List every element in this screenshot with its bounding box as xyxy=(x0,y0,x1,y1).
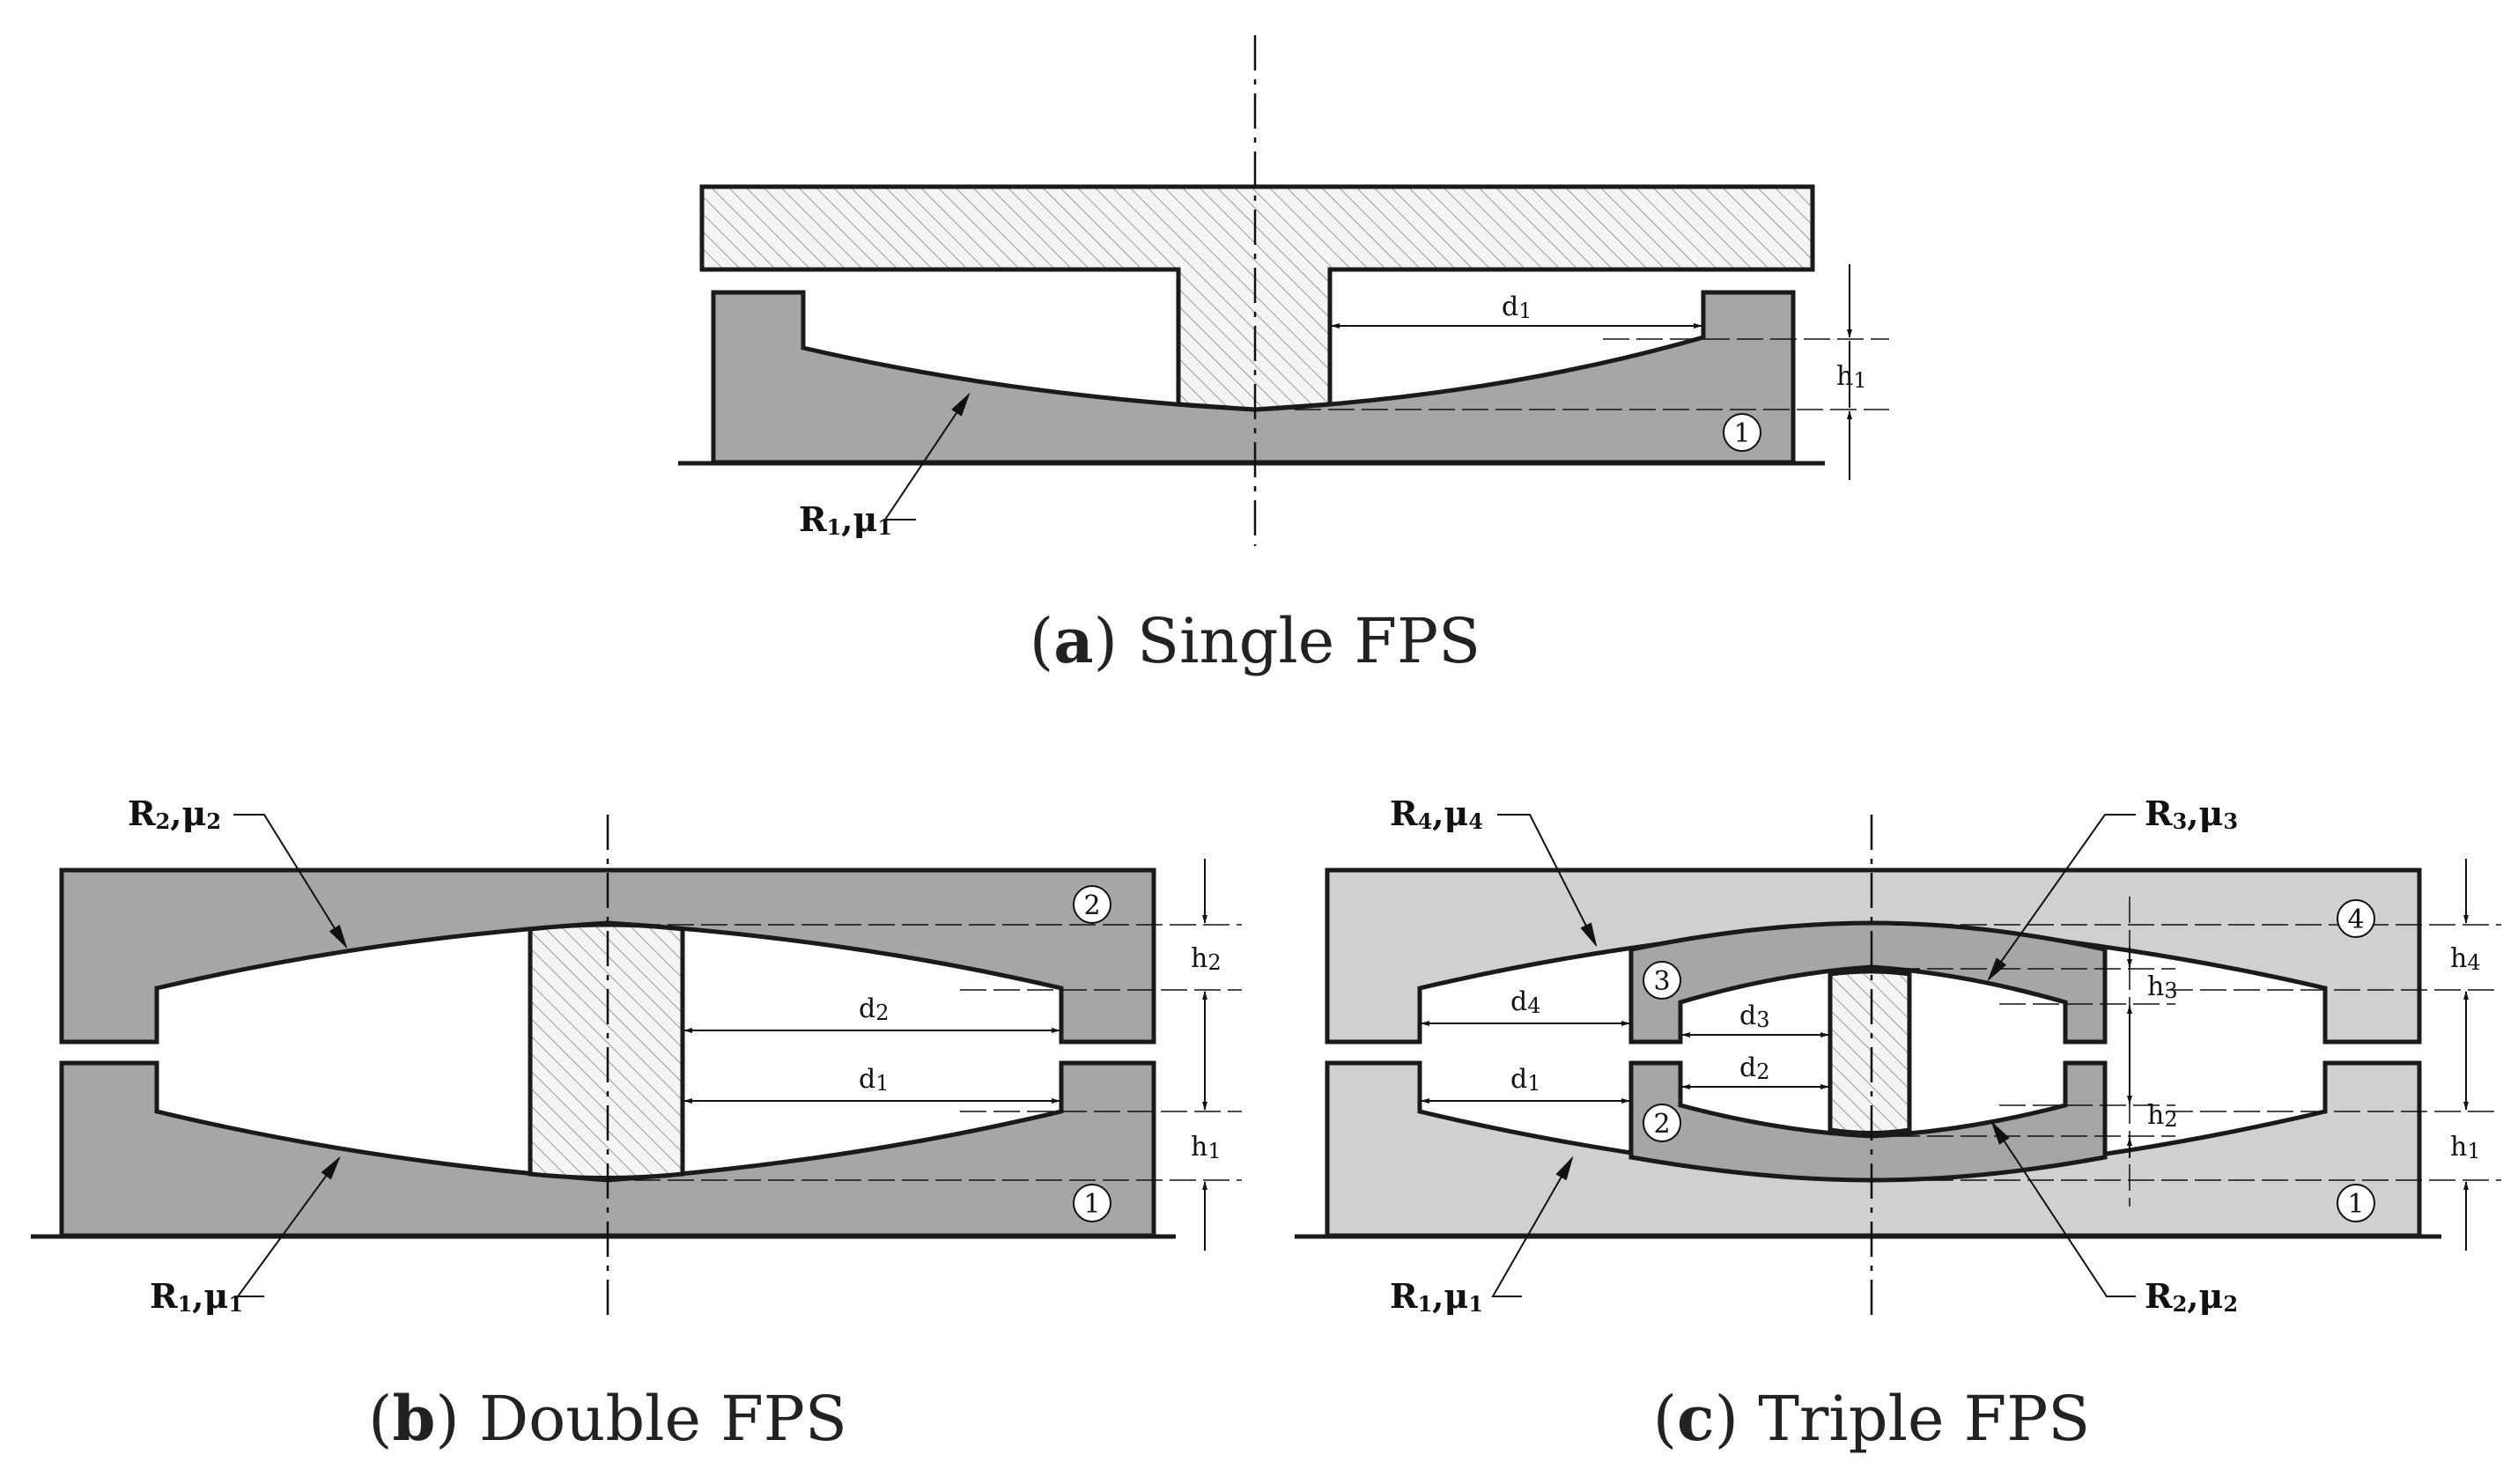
panel-b-part-2-circle xyxy=(1073,885,1111,924)
panel-a-part-1-circle xyxy=(1723,413,1761,452)
panel-c-triple-fps: d4 d1 d3 d2 h4 h1 h3 h2 3 xyxy=(1295,794,2501,1455)
panel-c-center-slider xyxy=(1828,969,1912,1135)
panel-c-part-2-label: 2 xyxy=(1653,1109,1670,1140)
panel-c-r3-label: R3,μ3 xyxy=(2145,794,2238,834)
panel-c-part-3-label: 3 xyxy=(1653,966,1670,997)
panel-a-d1-label: d1 xyxy=(1502,292,1532,323)
panel-b-r2-label: R2,μ2 xyxy=(128,794,221,834)
panel-b-part-2-label: 2 xyxy=(1083,890,1100,921)
panel-a-r1-label: R1,μ1 xyxy=(799,499,892,540)
panel-c-part-4-label: 4 xyxy=(2347,904,2364,935)
panel-a-h1-label: h1 xyxy=(1836,361,1867,393)
panel-b-double-fps: d2 d1 h2 h1 2 1 R2,μ2 R1,μ1 (b) Double F… xyxy=(31,794,1242,1455)
panel-c-r4-leader xyxy=(1497,814,1598,948)
panel-c-part-4-circle xyxy=(2337,899,2375,938)
panel-c-r4-label: R4,μ4 xyxy=(1390,794,1483,834)
panel-c-part-1-label: 1 xyxy=(2347,1189,2364,1220)
panel-b-slider xyxy=(528,922,685,1180)
panel-a-caption: (a) Single FPS xyxy=(1030,604,1481,677)
panel-b-part-1-circle xyxy=(1073,1184,1111,1222)
panel-c-d3-label: d3 xyxy=(1739,1000,1770,1032)
panel-c-r1-label: R1,μ1 xyxy=(1390,1276,1483,1317)
panel-a-single-fps: d1 h1 1 R1,μ1 (a) Single FPS xyxy=(678,35,1889,677)
panel-b-h2-label: h2 xyxy=(1191,943,1222,975)
panel-c-inner-top-slider xyxy=(1628,920,2108,1045)
panel-a-slider xyxy=(699,184,1815,412)
panel-c-part-2-circle xyxy=(1643,1104,1681,1142)
panel-c-d4-label: d4 xyxy=(1510,986,1541,1018)
panel-c-r2-label: R2,μ2 xyxy=(2145,1276,2238,1317)
panel-c-r2-leader xyxy=(1990,1120,2136,1297)
panel-c-inner-bottom-slider xyxy=(1628,1060,2108,1183)
panel-c-d2-label: d2 xyxy=(1739,1052,1770,1084)
panel-b-caption: (b) Double FPS xyxy=(368,1382,847,1455)
panel-b-d1-label: d1 xyxy=(859,1064,890,1096)
panel-b-r2-leader xyxy=(233,814,348,949)
panel-a-r1-leader xyxy=(883,392,971,521)
panel-c-r1-leader xyxy=(1491,1155,1574,1297)
panel-b-r1-label: R1,μ1 xyxy=(150,1276,243,1317)
panel-c-h1-label: h1 xyxy=(2450,1132,2481,1163)
panel-c-h3-label: h3 xyxy=(2147,971,2178,1003)
panel-b-part-1-label: 1 xyxy=(1083,1189,1100,1220)
panel-c-d1-label: d1 xyxy=(1510,1064,1541,1096)
panel-c-part-1-circle xyxy=(2337,1184,2375,1222)
panel-b-h1-label: h1 xyxy=(1191,1132,1222,1163)
panel-b-r1-leader xyxy=(236,1155,341,1297)
panel-c-h4-label: h4 xyxy=(2450,943,2481,975)
panel-c-r3-leader xyxy=(1987,814,2136,982)
panel-c-caption: (c) Triple FPS xyxy=(1653,1382,2091,1455)
panel-a-part-1-label: 1 xyxy=(1733,418,1750,449)
panel-c-part-3-circle xyxy=(1643,961,1681,1000)
panel-b-d2-label: d2 xyxy=(859,993,890,1025)
